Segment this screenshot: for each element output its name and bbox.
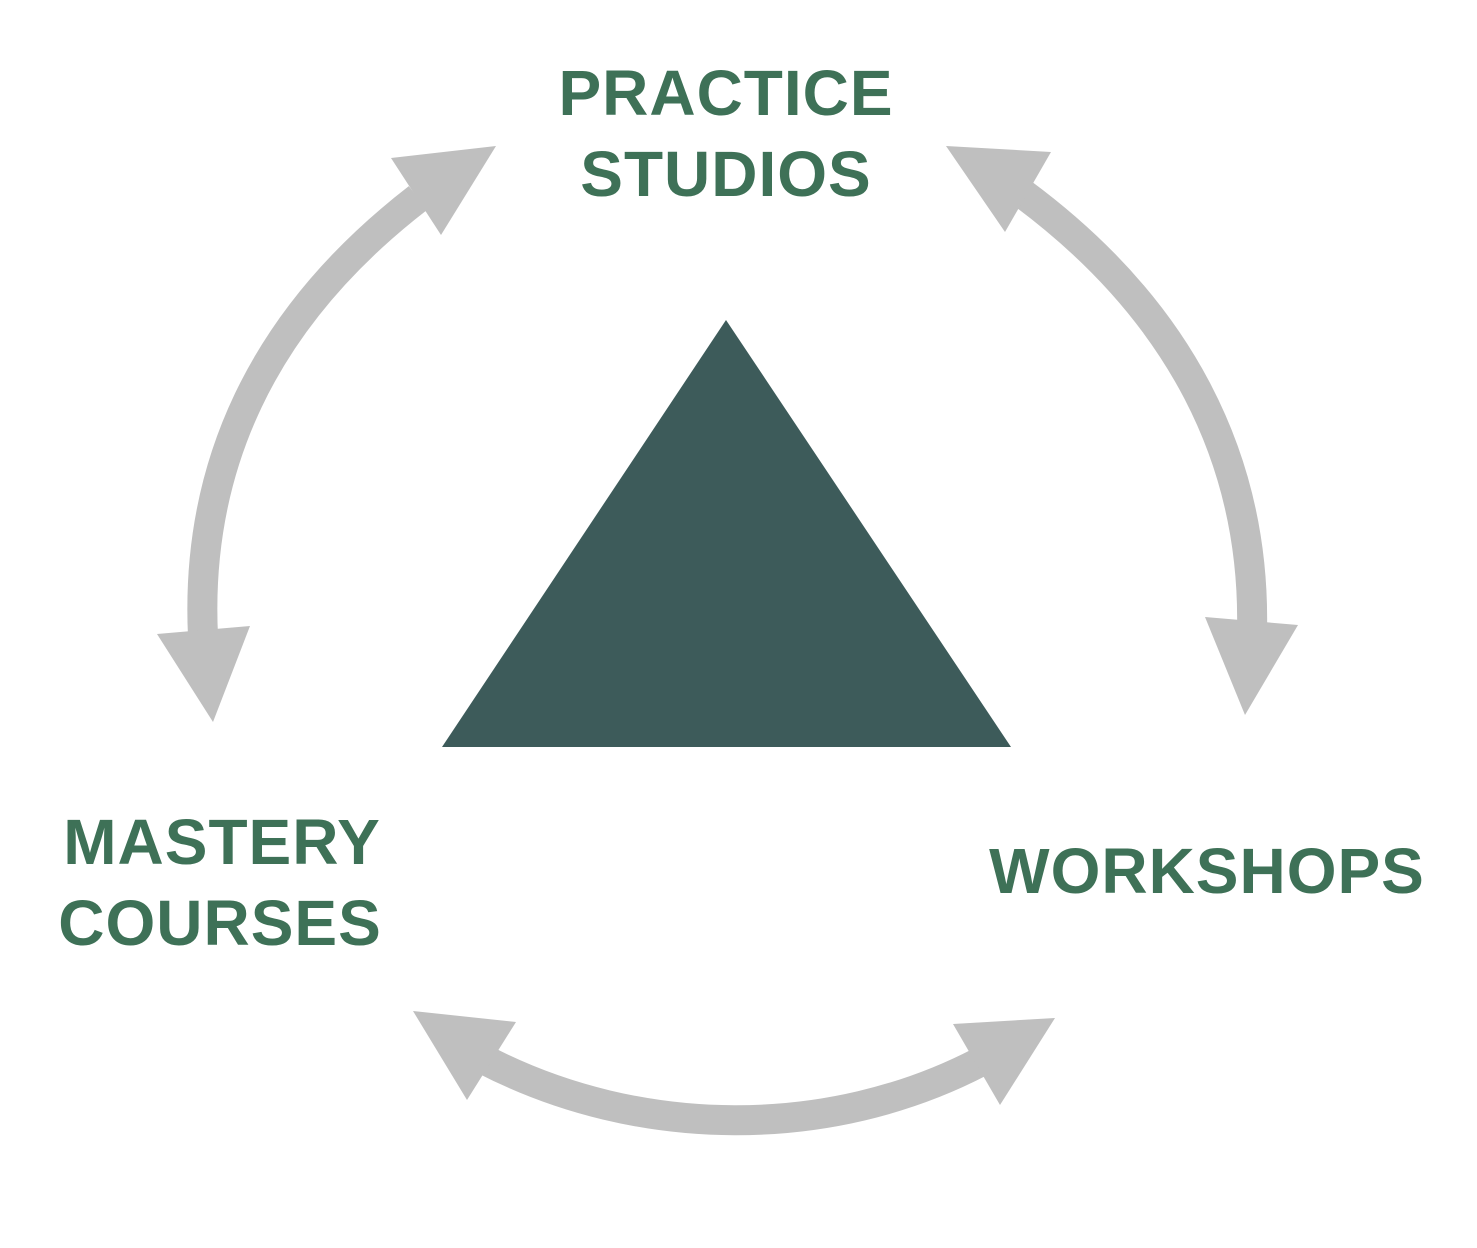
- arrow-shaft-right: [1013, 180, 1268, 633]
- arrowhead-left-top: [391, 146, 496, 235]
- arrowhead-bottom-left: [413, 1011, 516, 1100]
- arrow-practice-workshops: [946, 146, 1298, 715]
- arrow-shaft-left: [187, 186, 428, 637]
- label-mastery-line1: MASTERY: [63, 806, 381, 878]
- arrowhead-left-bottom: [157, 626, 250, 722]
- label-mastery-line2: COURSES: [58, 887, 382, 959]
- arrowhead-right-bottom: [1205, 617, 1298, 715]
- label-practice-line1: PRACTICE: [558, 57, 893, 129]
- arrow-mastery-workshops: [413, 1011, 1055, 1136]
- label-workshops: WORKSHOPS: [989, 835, 1425, 907]
- arrowhead-bottom-right: [953, 1018, 1055, 1105]
- triangle-icon: [442, 320, 1011, 747]
- arrow-practice-mastery: [157, 146, 496, 722]
- arrow-shaft-bottom: [478, 1046, 987, 1136]
- arrowhead-right-top: [946, 146, 1051, 232]
- label-practice-line2: STUDIOS: [580, 138, 871, 210]
